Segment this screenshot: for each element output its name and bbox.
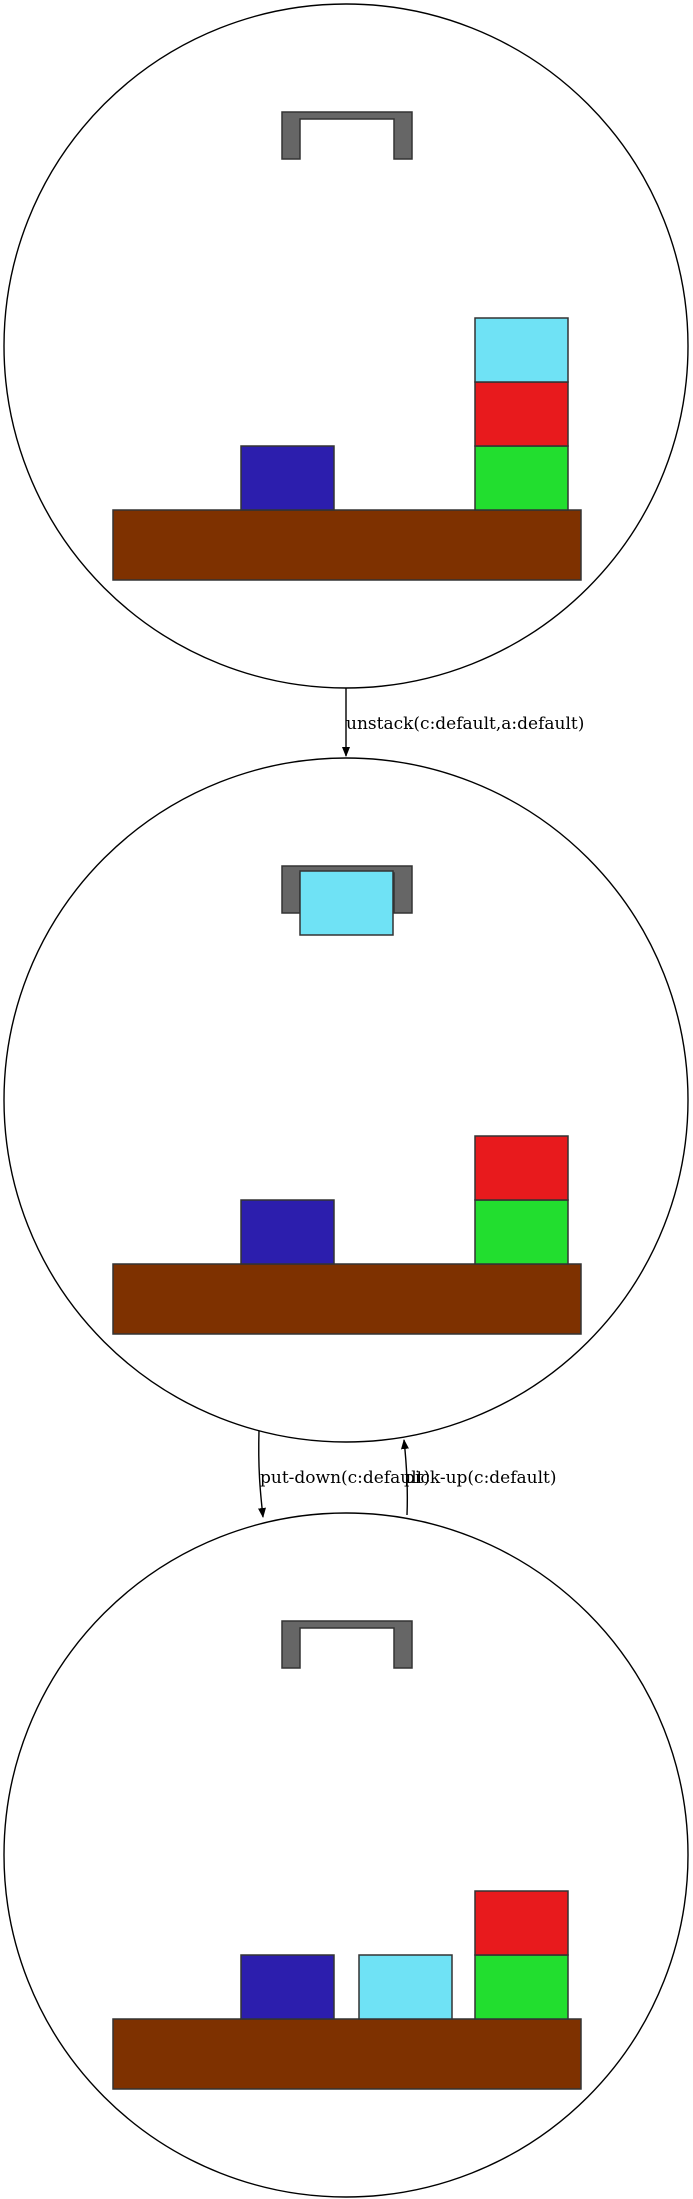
state-3-block-a xyxy=(474,1954,569,2020)
state-2 xyxy=(3,757,689,1443)
state-1-table xyxy=(112,509,582,581)
state-1 xyxy=(3,3,689,689)
state-1-gripper xyxy=(281,111,413,160)
edge-unstack-label: unstack(c:default,a:default) xyxy=(346,714,584,734)
state-3-block-b xyxy=(240,1954,335,2020)
state-2-block-d xyxy=(474,1135,569,1201)
state-3-gripper xyxy=(281,1620,413,1669)
state-2-table xyxy=(112,1263,582,1335)
state-3-node xyxy=(3,1512,689,2198)
state-3-block-c xyxy=(358,1954,453,2020)
state-3 xyxy=(3,1512,689,2198)
states-layer xyxy=(3,3,689,2198)
state-1-block-c xyxy=(474,317,569,383)
state-2-node xyxy=(3,757,689,1443)
state-1-block-a xyxy=(474,445,569,511)
edge-put-down-label: put-down(c:default) xyxy=(260,1468,430,1488)
edge-pick-up-arrow xyxy=(400,1439,409,1516)
state-2-block-b xyxy=(240,1199,335,1265)
state-2-held-block-c xyxy=(299,870,394,936)
state-1-block-b xyxy=(240,445,335,511)
state-3-block-d xyxy=(474,1890,569,1956)
state-2-gripper xyxy=(281,865,413,914)
state-2-block-a xyxy=(474,1199,569,1265)
edge-pick-up: pick-up(c:default) xyxy=(400,1439,557,1516)
state-3-table xyxy=(112,2018,582,2090)
edge-put-down: put-down(c:default) xyxy=(258,1429,430,1518)
edge-unstack: unstack(c:default,a:default) xyxy=(342,688,584,757)
edge-put-down-arrow xyxy=(258,1429,266,1518)
edge-pick-up-label: pick-up(c:default) xyxy=(404,1468,557,1488)
state-1-node xyxy=(3,3,689,689)
state-1-block-d xyxy=(474,381,569,447)
